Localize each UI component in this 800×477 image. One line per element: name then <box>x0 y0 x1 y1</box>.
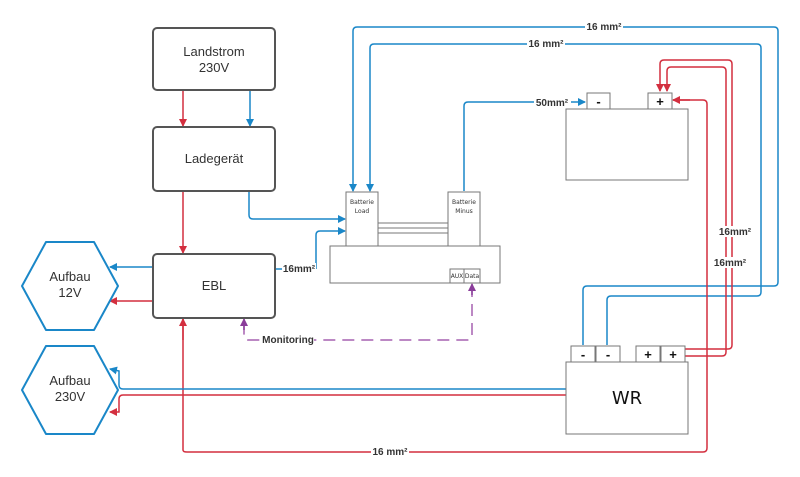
wire-label-bottom: 16 mm² <box>372 447 408 458</box>
battery-minus-terminal <box>586 92 611 110</box>
ladegeraet-label: Ladegerät <box>185 151 244 166</box>
landstrom-label-line1: Landstrom <box>183 44 244 59</box>
wr-terminal-plus-1 <box>635 345 661 363</box>
aufbau-12v-line2: 12V <box>58 285 81 300</box>
wire-ebl-battery-positive <box>182 99 708 453</box>
battery-minus-label: - <box>596 94 600 109</box>
wire-top-inner-negative <box>366 43 762 345</box>
node-ladegeraet[interactable]: Ladegerät <box>152 126 276 192</box>
wire-label-right-lower: 16mm² <box>714 258 747 269</box>
node-wr[interactable]: WR - - + + <box>565 345 689 435</box>
wr-label: WR <box>612 388 642 409</box>
shunt-aux-label: AUX <box>451 273 464 280</box>
battery-plus-label: + <box>656 94 664 109</box>
aufbau-230v-line2: 230V <box>55 389 86 404</box>
node-landstrom[interactable]: Landstrom 230V <box>152 27 276 91</box>
shunt-minus-line1: Batterie <box>452 199 476 206</box>
wr-terminal-plus-2 <box>660 345 686 363</box>
shunt-load-line2: Load <box>355 208 370 215</box>
wire-ladegeraet-shunt-negative <box>248 191 346 223</box>
ebl-label: EBL <box>202 278 227 293</box>
wire-wr-aufbau230v-negative <box>109 366 566 390</box>
shunt-data-label: Data <box>465 273 480 280</box>
wr-terminal-minus-1 <box>570 345 596 363</box>
shunt-load-line1: Batterie <box>350 199 374 206</box>
wr-terminal-plus-1-label: + <box>644 347 652 362</box>
wire-monitoring <box>243 285 473 341</box>
node-aufbau-12v[interactable]: Aufbau 12V <box>21 241 119 331</box>
wire-top-outer-negative <box>349 26 779 345</box>
battery-plus-terminal <box>647 92 673 110</box>
wire-ebl-shunt-negative <box>275 231 345 270</box>
node-shunt[interactable]: Batterie Load Batterie Minus AUX Data <box>329 191 501 284</box>
node-ebl[interactable]: EBL <box>152 253 276 319</box>
wr-terminal-minus-1-label: - <box>581 347 585 362</box>
wr-terminal-minus-2-label: - <box>606 347 610 362</box>
wire-label-top-outer: 16 mm² <box>586 22 622 33</box>
wire-wr-battery-positive-1 <box>656 59 733 350</box>
wire-label-top-inner: 16 mm² <box>528 39 564 50</box>
wire-label-battery-minus: 50mm² <box>536 98 569 109</box>
shunt-data-port <box>463 268 481 284</box>
wire-battery-minus-shunt <box>463 98 586 191</box>
wr-terminal-plus-2-label: + <box>669 347 677 362</box>
wire-wr-aufbau230v-positive <box>109 394 566 416</box>
wire-wr-battery-positive-2 <box>663 66 727 357</box>
wr-terminal-minus-2 <box>595 345 621 363</box>
aufbau-230v-line1: Aufbau <box>49 373 90 388</box>
wire-label-monitoring: Monitoring <box>262 335 314 346</box>
landstrom-label-line2: 230V <box>199 60 230 75</box>
wire-label-right-upper: 16mm² <box>719 227 752 238</box>
node-battery[interactable]: - + <box>565 92 689 181</box>
shunt-minus-line2: Minus <box>455 208 473 215</box>
wire-label-ebl-shunt: 16mm² <box>283 264 316 275</box>
aufbau-12v-line1: Aufbau <box>49 269 90 284</box>
node-aufbau-230v[interactable]: Aufbau 230V <box>21 345 119 435</box>
